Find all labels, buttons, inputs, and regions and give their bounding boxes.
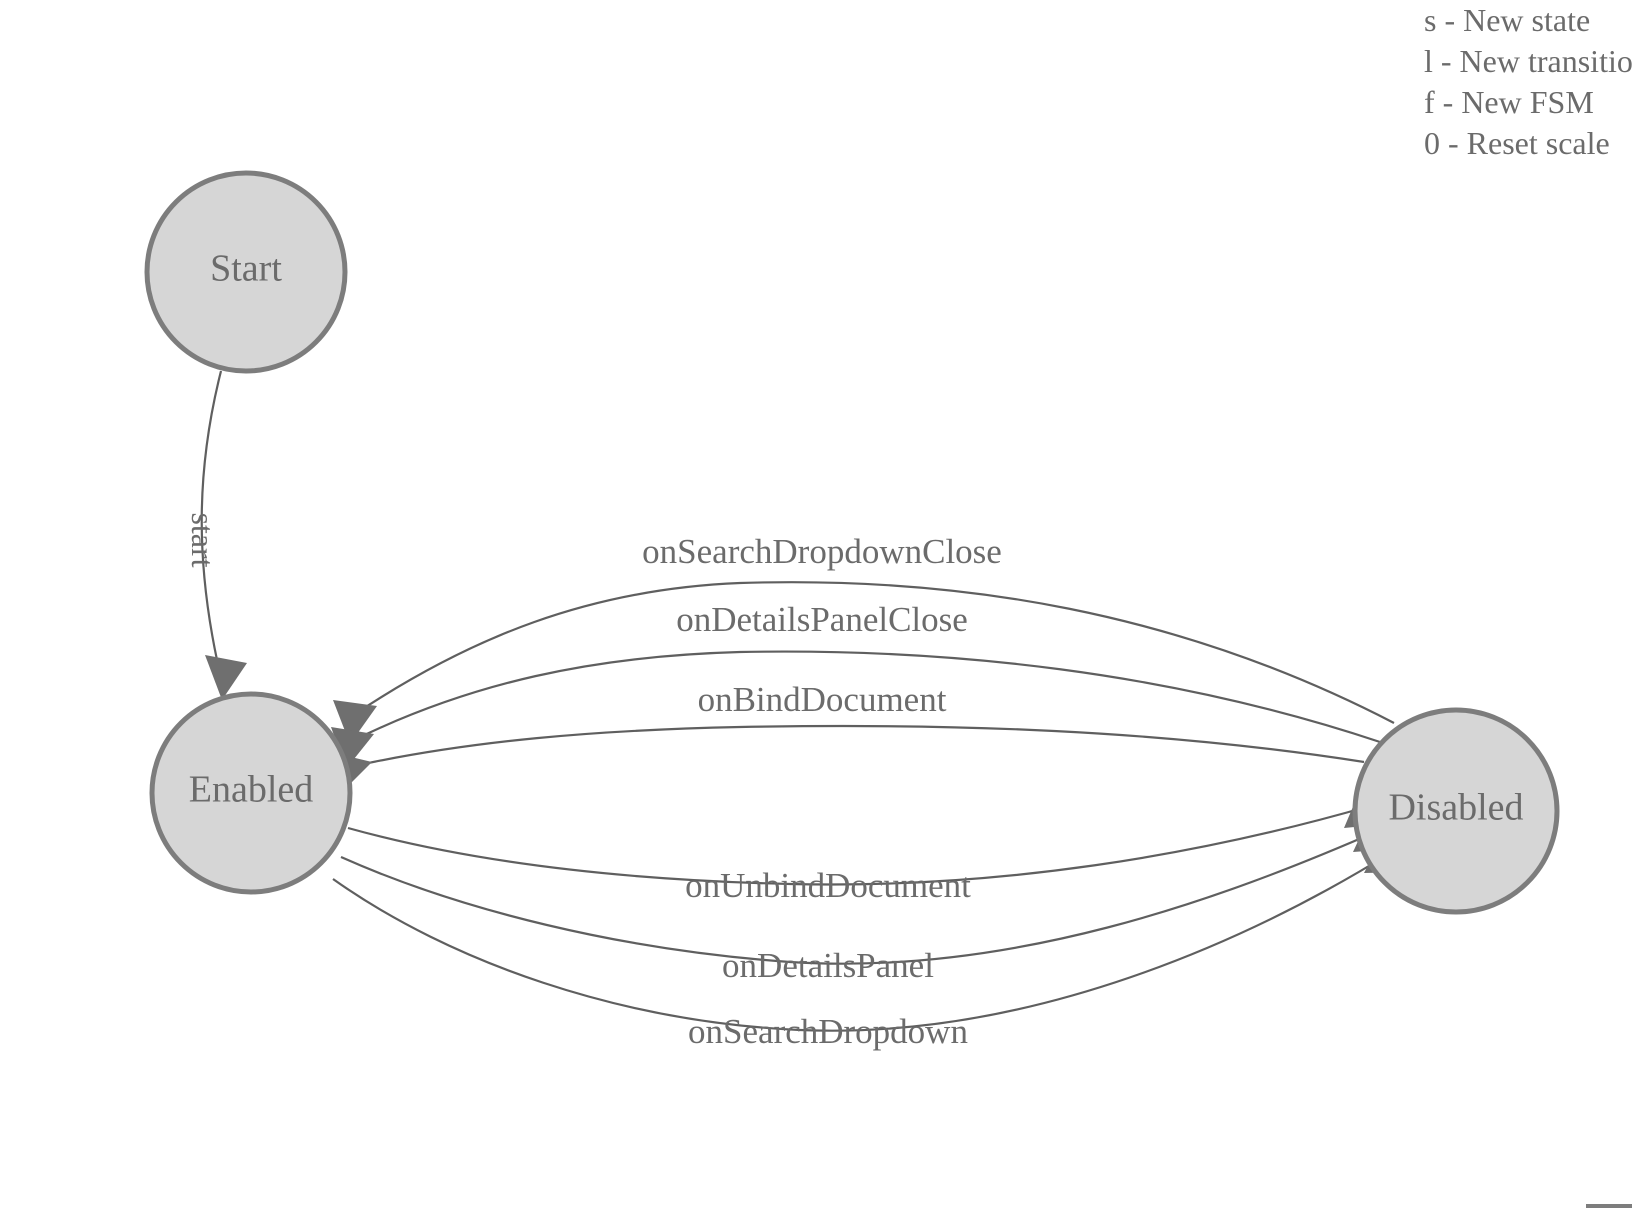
node-enabled-circle xyxy=(149,691,353,895)
edge-path-onbinddocument xyxy=(344,724,1365,770)
edge-disabled-to-enabled-onsearchdropdownclose[interactable] xyxy=(333,581,1395,744)
edge-path-onsearchdropdownclose xyxy=(351,581,1395,724)
edge-label-onsearchdropdownclose: onSearchDropdownClose xyxy=(642,532,1002,571)
edge-path-start xyxy=(200,370,223,661)
edge-label-start: start xyxy=(185,512,221,567)
edge-path-ondetailspanel xyxy=(340,828,1381,965)
edge-label-onunbinddocument: onUnbindDocument xyxy=(685,866,971,905)
edge-start-to-enabled[interactable] xyxy=(200,370,247,700)
edge-label-onsearchdropdown: onSearchDropdown xyxy=(688,1012,968,1051)
node-disabled-circle xyxy=(1352,707,1560,915)
edge-label-onbinddocument: onBindDocument xyxy=(698,680,947,719)
node-disabled[interactable]: Disabled xyxy=(1352,707,1560,915)
arrowhead-ondetailspanelclose xyxy=(331,727,374,769)
edge-label-ondetailspanelclose: onDetailsPanelClose xyxy=(676,600,968,639)
edge-label-ondetailspanel: onDetailsPanel xyxy=(722,946,934,985)
edge-enabled-to-disabled-onsearchdropdown[interactable] xyxy=(332,835,1406,1032)
node-disabled-label: Disabled xyxy=(1388,787,1523,829)
edge-path-onunbinddocument xyxy=(347,804,1371,886)
edge-path-ondetailspanelclose xyxy=(347,650,1381,744)
arrowhead-onsearchdropdownclose xyxy=(333,700,377,744)
node-start[interactable]: Start xyxy=(144,170,348,374)
node-enabled[interactable]: Enabled xyxy=(149,691,353,895)
panel-corner-bracket xyxy=(1586,1172,1632,1208)
node-start-label: Start xyxy=(210,248,282,290)
node-start-circle xyxy=(144,170,348,374)
edge-disabled-to-enabled-ondetailspanelclose[interactable] xyxy=(331,650,1381,769)
node-enabled-label: Enabled xyxy=(189,769,314,811)
edge-path-onsearchdropdown xyxy=(332,851,1393,1032)
arrowhead-start xyxy=(205,655,247,700)
edge-disabled-to-enabled-onbinddocument[interactable] xyxy=(330,724,1365,793)
